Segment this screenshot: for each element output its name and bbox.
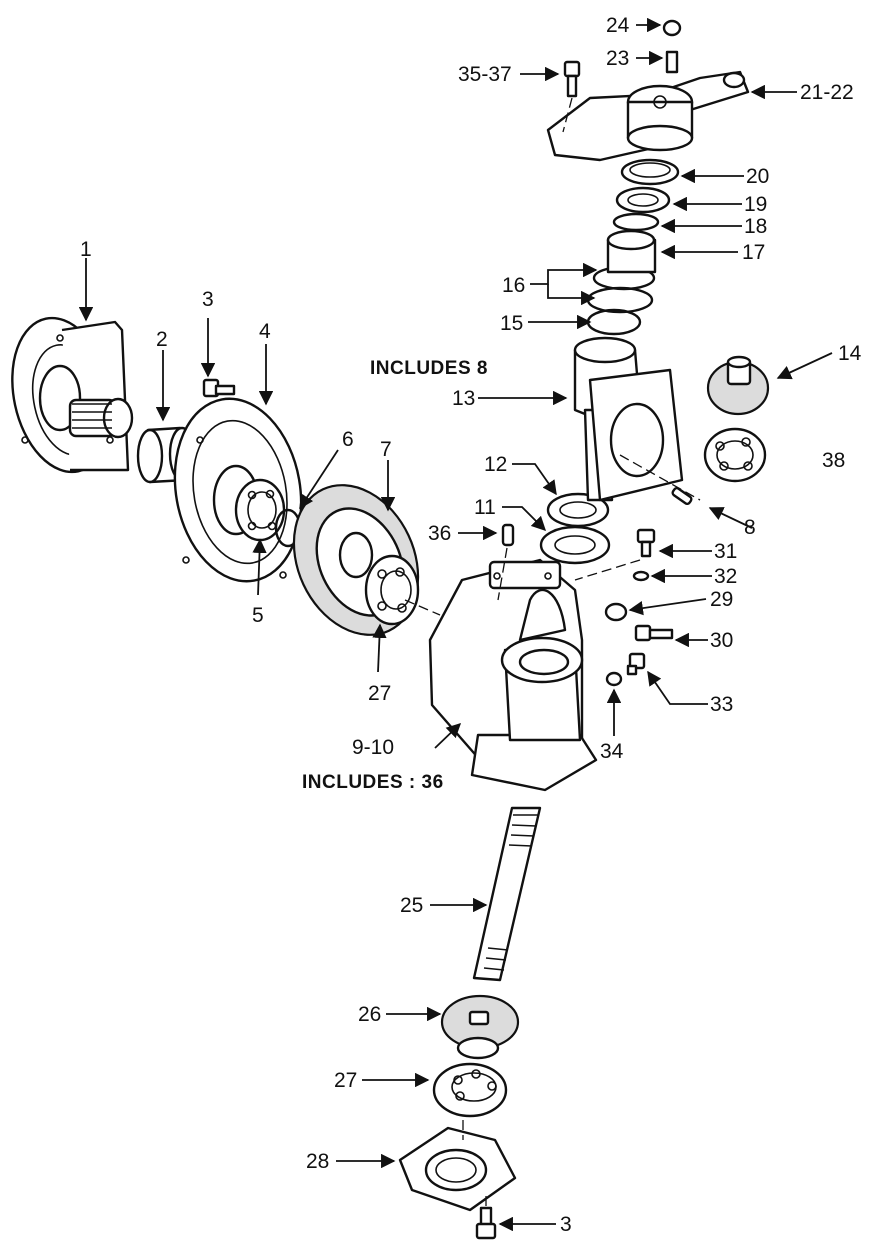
part-36-pin: [501, 523, 515, 547]
part-1-flange-hub: [11, 316, 134, 474]
callout-14: 14: [838, 342, 862, 365]
axis-line-ring-gear: [404, 599, 441, 616]
callout-7: 7: [380, 438, 392, 461]
axis-line-spindle: [619, 454, 701, 501]
part-18-ring: [612, 212, 660, 232]
callout-17: 17: [742, 241, 765, 264]
callout-5: 5: [252, 604, 264, 627]
part-32-washer: [632, 570, 650, 582]
callout-11: 11: [474, 496, 496, 519]
part-11-bearing: [539, 525, 611, 565]
callout-20: 20: [746, 165, 769, 188]
part-27-bearing-lower: [432, 1062, 508, 1118]
callout-28: 28: [306, 1150, 329, 1173]
callout-25: 25: [400, 894, 423, 917]
callout-4: 4: [259, 320, 271, 343]
part-15-ring: [586, 308, 642, 336]
part-12-bearing-cup: [546, 492, 610, 528]
part-13-spindle: [573, 336, 684, 502]
callout-18: 18: [744, 215, 767, 238]
callout-1: 1: [80, 238, 92, 261]
part-23-stud: [665, 50, 679, 74]
callout-2: 2: [156, 328, 168, 351]
callout-labels: 1 2 3 4 5 6 7 8 9-10 11 12 13 14 15 16 1…: [80, 14, 862, 1236]
callout-26: 26: [358, 1003, 381, 1026]
callout-27-lower: 27: [334, 1069, 357, 1092]
callout-6: 6: [342, 428, 354, 451]
axis-line-hardware: [574, 559, 641, 581]
axis-line-bolt-35-37: [562, 97, 573, 133]
part-4-housing-cover: [173, 397, 303, 583]
part-8-pin: [671, 486, 693, 506]
axis-line-pin: [497, 547, 508, 601]
callout-35-37: 35-37: [458, 63, 512, 86]
part-24-nut: [662, 19, 682, 37]
part-29-nut: [604, 602, 628, 622]
callout-16: 16: [502, 274, 525, 297]
part-28-cover-plate: [398, 1126, 517, 1212]
callout-3-lower: 3: [560, 1213, 572, 1236]
part-27-bearing-upper: [364, 554, 420, 626]
part-7-ring-gear: [292, 484, 420, 636]
part-3-bolt-lower: [475, 1206, 497, 1240]
callout-30: 30: [710, 629, 733, 652]
callout-21-22: 21-22: [800, 81, 854, 104]
callout-19: 19: [744, 193, 767, 216]
callout-24: 24: [606, 14, 630, 37]
callout-33: 33: [710, 693, 733, 716]
callout-31: 31: [714, 540, 737, 563]
callout-3-upper: 3: [202, 288, 214, 311]
part-38-bearing: [703, 427, 767, 483]
part-17-sleeve: [606, 229, 657, 274]
part-19-bearing: [615, 186, 671, 214]
callout-29: 29: [710, 588, 733, 611]
callout-12: 12: [484, 453, 507, 476]
callout-38: 38: [822, 449, 845, 472]
callout-32: 32: [714, 565, 737, 588]
part-9-10-gear-housing: [428, 558, 598, 792]
part-14-pinion-gear: [706, 355, 770, 416]
note-includes-36: INCLUDES : 36: [302, 772, 444, 793]
part-3-bolt-upper: [202, 378, 236, 398]
callout-9-10: 9-10: [352, 736, 394, 759]
part-33-bolt: [626, 652, 646, 676]
callout-27-upper: 27: [368, 682, 391, 705]
part-25-axle-shaft: [472, 806, 542, 982]
part-21-22-steering-arm: [546, 70, 750, 162]
part-35-37-bolt: [563, 60, 581, 98]
note-includes-8: INCLUDES 8: [370, 358, 488, 379]
part-31-bolt: [636, 528, 656, 558]
part-30-bolt: [634, 624, 674, 642]
part-5-bearing: [234, 478, 286, 542]
part-16-snap-rings: [586, 265, 656, 314]
callout-15: 15: [500, 312, 523, 335]
callout-36: 36: [428, 522, 451, 545]
part-34-washer: [605, 671, 623, 687]
callout-8: 8: [744, 516, 756, 539]
callout-34: 34: [600, 740, 624, 763]
callout-23: 23: [606, 47, 629, 70]
part-20-seal: [620, 158, 680, 186]
leader-lines: [78, 17, 833, 1232]
callout-13: 13: [452, 387, 475, 410]
part-26-bevel-gear: [440, 994, 520, 1060]
